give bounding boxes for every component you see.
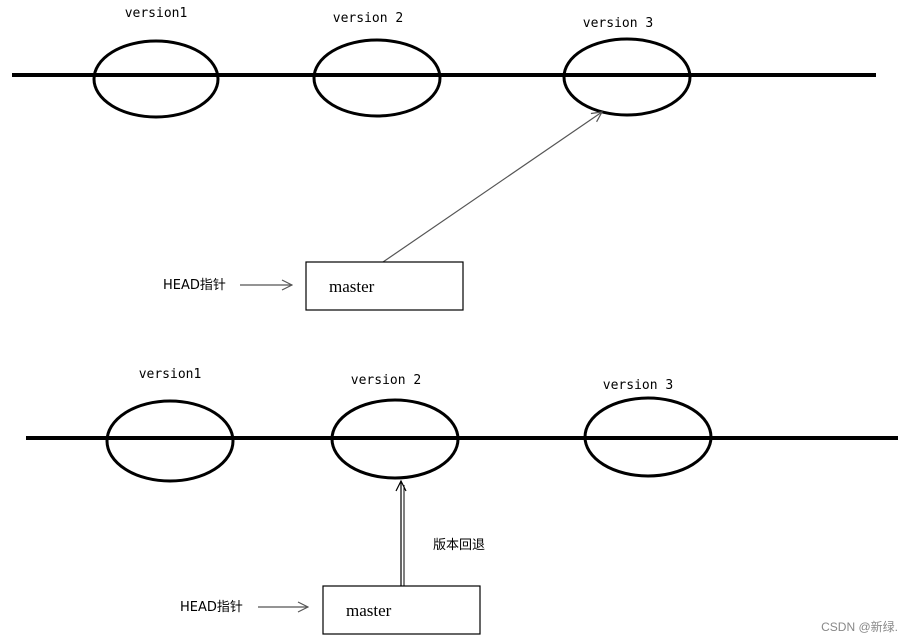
top-version2-label: version 2: [333, 11, 403, 26]
bottom-version1-label: version1: [139, 367, 202, 382]
top-version3-node: [562, 37, 692, 117]
top-master-branch-box: [305, 261, 464, 311]
bottom-version1-node: [105, 399, 235, 483]
top-version3-label: version 3: [583, 16, 653, 31]
bottom-head-pointer-label: HEAD指针: [180, 600, 243, 615]
bottom-version3-node: [583, 396, 713, 478]
top-master-pointer-arrow: [382, 112, 602, 263]
top-master-branch-label: master: [329, 277, 375, 296]
bottom-master-branch-label: master: [346, 601, 392, 620]
bottom-version2-label: version 2: [351, 373, 421, 388]
reset-annotation: 版本回退: [433, 538, 485, 553]
top-version1-label: version1: [125, 6, 188, 21]
bottom-master-branch-box: [322, 585, 481, 635]
top-head-pointer-label: HEAD指针: [163, 278, 226, 293]
bottom-version3-label: version 3: [603, 378, 673, 393]
csdn-watermark: CSDN @新绿.: [821, 619, 898, 634]
top-diagram: version1 version 2 version 3 master HEAD…: [12, 6, 876, 311]
top-version1-node: [92, 39, 220, 119]
bottom-diagram: version1 version 2 version 3 版本回退 master…: [26, 367, 898, 635]
top-version2-node: [312, 38, 442, 118]
bottom-version2-node: [330, 398, 460, 480]
